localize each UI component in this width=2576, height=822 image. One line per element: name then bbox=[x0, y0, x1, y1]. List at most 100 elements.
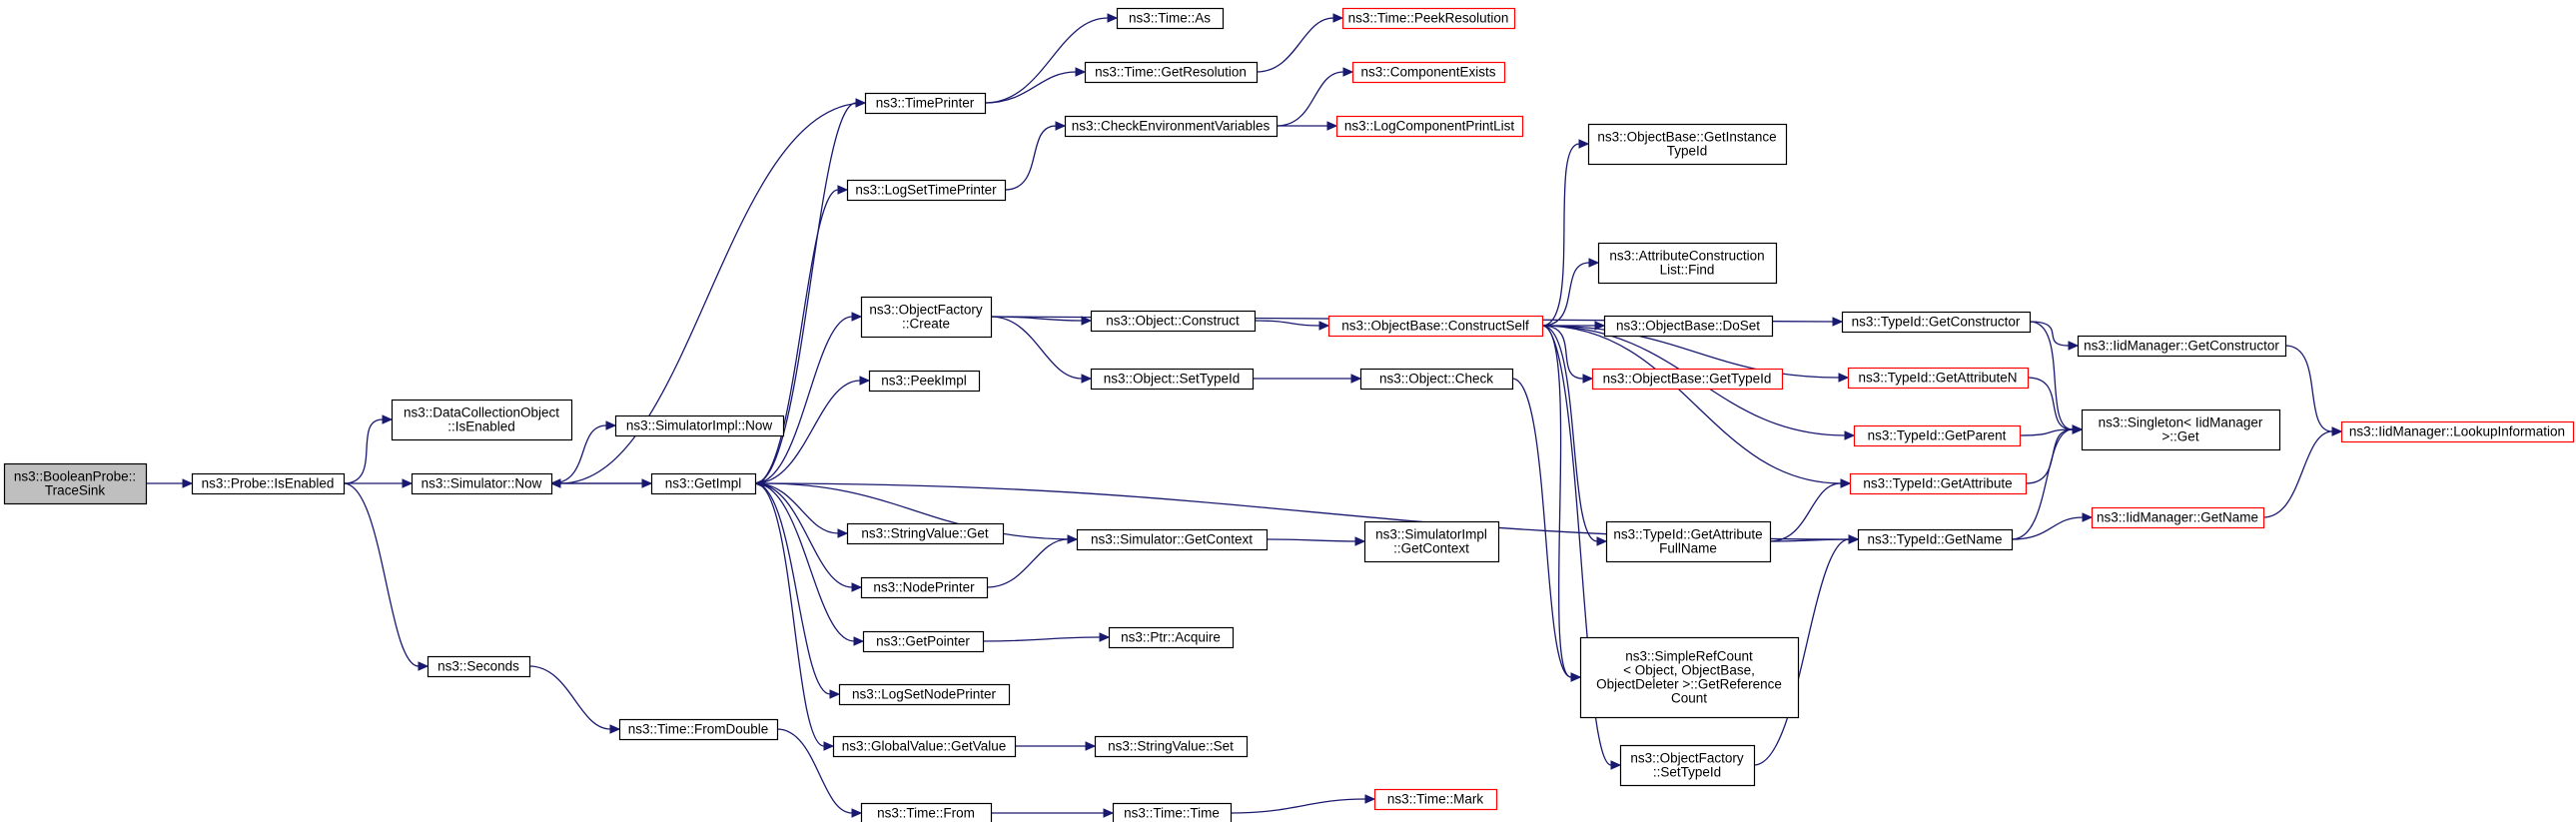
edge-simnow-to-simimplnow bbox=[550, 420, 617, 484]
node-probe[interactable]: ns3::Probe::IsEnabled bbox=[191, 472, 346, 495]
node-timefrom[interactable]: ns3::Time::From bbox=[860, 802, 993, 822]
node-peekimpl[interactable]: ns3::PeekImpl bbox=[868, 370, 981, 393]
node-label: ns3::LogSetNodePrinter bbox=[852, 687, 997, 702]
edge-getimpl-to-logsetnode bbox=[754, 482, 841, 699]
node-getpointer[interactable]: ns3::GetPointer bbox=[862, 630, 985, 653]
node-logsetnode[interactable]: ns3::LogSetNodePrinter bbox=[838, 683, 1011, 706]
node-box bbox=[1373, 788, 1498, 811]
node-label: ns3::SimpleRefCount bbox=[1625, 649, 1753, 664]
node-label: ns3::Seconds bbox=[437, 659, 519, 674]
node-label: ns3::Time::Mark bbox=[1387, 792, 1484, 807]
node-constructself[interactable]: ns3::ObjectBase::ConstructSelf bbox=[1327, 315, 1544, 338]
edge-gvget-to-strset bbox=[1014, 741, 1097, 751]
node-getattr[interactable]: ns3::TypeId::GetAttribute bbox=[1849, 472, 2028, 495]
node-box bbox=[862, 630, 985, 653]
node-box bbox=[860, 802, 993, 822]
node-box bbox=[1112, 802, 1233, 822]
node-label: ns3::IidManager::GetName bbox=[2097, 510, 2258, 525]
node-logsettime[interactable]: ns3::LogSetTimePrinter bbox=[846, 179, 1007, 202]
node-strset[interactable]: ns3::StringValue::Set bbox=[1094, 735, 1249, 758]
node-label: ns3::TypeId::GetAttribute bbox=[1613, 527, 1762, 542]
edge-ofsettid-to-getname bbox=[1753, 534, 1860, 766]
node-obgettid[interactable]: ns3::ObjectBase::GetTypeId bbox=[1591, 368, 1784, 391]
node-getattrn[interactable]: ns3::TypeId::GetAttributeN bbox=[1847, 367, 2030, 390]
node-getparent[interactable]: ns3::TypeId::GetParent bbox=[1853, 424, 2022, 447]
node-logcomp[interactable]: ns3::LogComponentPrintList bbox=[1335, 115, 1524, 138]
node-label: ns3::AttributeConstruction bbox=[1609, 249, 1764, 264]
node-simgetctx[interactable]: ns3::Simulator::GetContext bbox=[1076, 528, 1269, 551]
edge-constructself-to-simplerc bbox=[1541, 325, 1582, 682]
node-box bbox=[846, 179, 1007, 202]
node-box bbox=[1116, 7, 1225, 30]
node-compexists[interactable]: ns3::ComponentExists bbox=[1351, 61, 1506, 84]
node-simimplctx[interactable]: ns3::SimulatorImpl::GetContext bbox=[1363, 520, 1500, 563]
node-getname[interactable]: ns3::TypeId::GetName bbox=[1857, 528, 2014, 551]
node-iidgetname[interactable]: ns3::IidManager::GetName bbox=[2091, 506, 2265, 529]
edge-fromdouble-to-timefrom bbox=[776, 728, 863, 818]
node-iidgetctor[interactable]: ns3::IidManager::GetConstructor bbox=[2077, 335, 2287, 358]
node-label: ns3::Time::Time bbox=[1124, 806, 1220, 821]
node-getimpl[interactable]: ns3::GetImpl bbox=[650, 472, 757, 495]
edge-probe-to-dco bbox=[343, 414, 394, 484]
node-singleton[interactable]: ns3::Singleton< IidManager >::Get bbox=[2081, 409, 2281, 451]
node-getctor[interactable]: ns3::TypeId::GetConstructor bbox=[1841, 311, 2032, 334]
node-label: ns3::Object::Construct bbox=[1106, 314, 1240, 329]
node-root[interactable]: ns3::BooleanProbe::TraceSink bbox=[3, 462, 148, 505]
node-label: ns3::Object::SetTypeId bbox=[1104, 372, 1241, 387]
node-objsettid[interactable]: ns3::Object::SetTypeId bbox=[1090, 368, 1255, 391]
node-timeprinter[interactable]: ns3::TimePrinter bbox=[864, 92, 987, 115]
node-objcheck[interactable]: ns3::Object::Check bbox=[1359, 368, 1514, 391]
node-fromdouble[interactable]: ns3::Time::FromDouble bbox=[618, 718, 779, 741]
edge-objsettid-to-objcheck bbox=[1252, 374, 1362, 384]
node-label: ns3::ObjectFactory bbox=[869, 303, 983, 318]
edge-objconstruct-to-constructself bbox=[1254, 320, 1330, 331]
node-box bbox=[3, 462, 148, 505]
node-getres[interactable]: ns3::Time::GetResolution bbox=[1084, 61, 1259, 84]
edge-timeprinter-to-getres bbox=[984, 67, 1087, 104]
node-ofcreate[interactable]: ns3::ObjectFactory::Create bbox=[860, 296, 993, 339]
node-label: ns3::Time::GetResolution bbox=[1095, 65, 1247, 80]
node-timetime[interactable]: ns3::Time::Time bbox=[1112, 802, 1233, 822]
node-label: ns3::ObjectBase::ConstructSelf bbox=[1341, 319, 1529, 334]
node-label: ns3::Ptr::Acquire bbox=[1121, 630, 1221, 645]
node-box bbox=[427, 655, 531, 678]
node-objconstruct[interactable]: ns3::Object::Construct bbox=[1090, 310, 1257, 333]
edge-seconds-to-fromdouble bbox=[528, 665, 621, 734]
node-label: ns3::GetPointer bbox=[876, 634, 970, 649]
node-label: ::SetTypeId bbox=[1653, 765, 1721, 780]
edge-simgetctx-to-getimpl bbox=[753, 478, 1078, 540]
node-doset[interactable]: ns3::ObjectBase::DoSet bbox=[1603, 315, 1774, 338]
node-timemark[interactable]: ns3::Time::Mark bbox=[1373, 788, 1498, 811]
node-lookup[interactable]: ns3::IidManager::LookupInformation bbox=[2340, 420, 2575, 443]
node-box bbox=[1849, 472, 2028, 495]
node-label: ns3::LogSetTimePrinter bbox=[855, 183, 997, 198]
node-dco[interactable]: ns3::DataCollectionObject::IsEnabled bbox=[391, 399, 573, 441]
node-strget[interactable]: ns3::StringValue::Get bbox=[846, 522, 1005, 545]
node-simnow[interactable]: ns3::Simulator::Now bbox=[411, 472, 553, 495]
node-simimplnow[interactable]: ns3::SimulatorImpl::Now bbox=[614, 414, 785, 437]
node-peekres[interactable]: ns3::Time::PeekResolution bbox=[1341, 7, 1516, 30]
node-box bbox=[1327, 315, 1544, 338]
edge-checkenv-to-compexists bbox=[1276, 67, 1354, 127]
node-label: ns3::DataCollectionObject bbox=[404, 406, 559, 420]
node-ofsettid[interactable]: ns3::ObjectFactory::SetTypeId bbox=[1619, 744, 1756, 787]
node-ptracq[interactable]: ns3::Ptr::Acquire bbox=[1108, 626, 1235, 649]
node-box bbox=[2091, 506, 2265, 529]
node-seconds[interactable]: ns3::Seconds bbox=[427, 655, 531, 678]
node-gvget[interactable]: ns3::GlobalValue::GetValue bbox=[832, 735, 1017, 758]
edge-timefrom-to-timetime bbox=[990, 808, 1115, 818]
node-label: ns3::PeekImpl bbox=[881, 374, 967, 389]
edge-getctor-to-singleton bbox=[2029, 321, 2084, 434]
node-simplerc[interactable]: ns3::SimpleRefCount< Object, ObjectBase,… bbox=[1579, 636, 1800, 719]
node-nodeprinter[interactable]: ns3::NodePrinter bbox=[860, 576, 989, 599]
node-timeas[interactable]: ns3::Time::As bbox=[1116, 7, 1225, 30]
node-label: ns3::Time::PeekResolution bbox=[1348, 11, 1509, 26]
node-checkenv[interactable]: ns3::CheckEnvironmentVariables bbox=[1064, 115, 1279, 138]
node-label: ObjectDeleter >::GetReference bbox=[1596, 677, 1782, 692]
node-box bbox=[1076, 528, 1269, 551]
node-box bbox=[391, 399, 573, 441]
node-label: ns3::SimulatorImpl::Now bbox=[626, 418, 773, 433]
